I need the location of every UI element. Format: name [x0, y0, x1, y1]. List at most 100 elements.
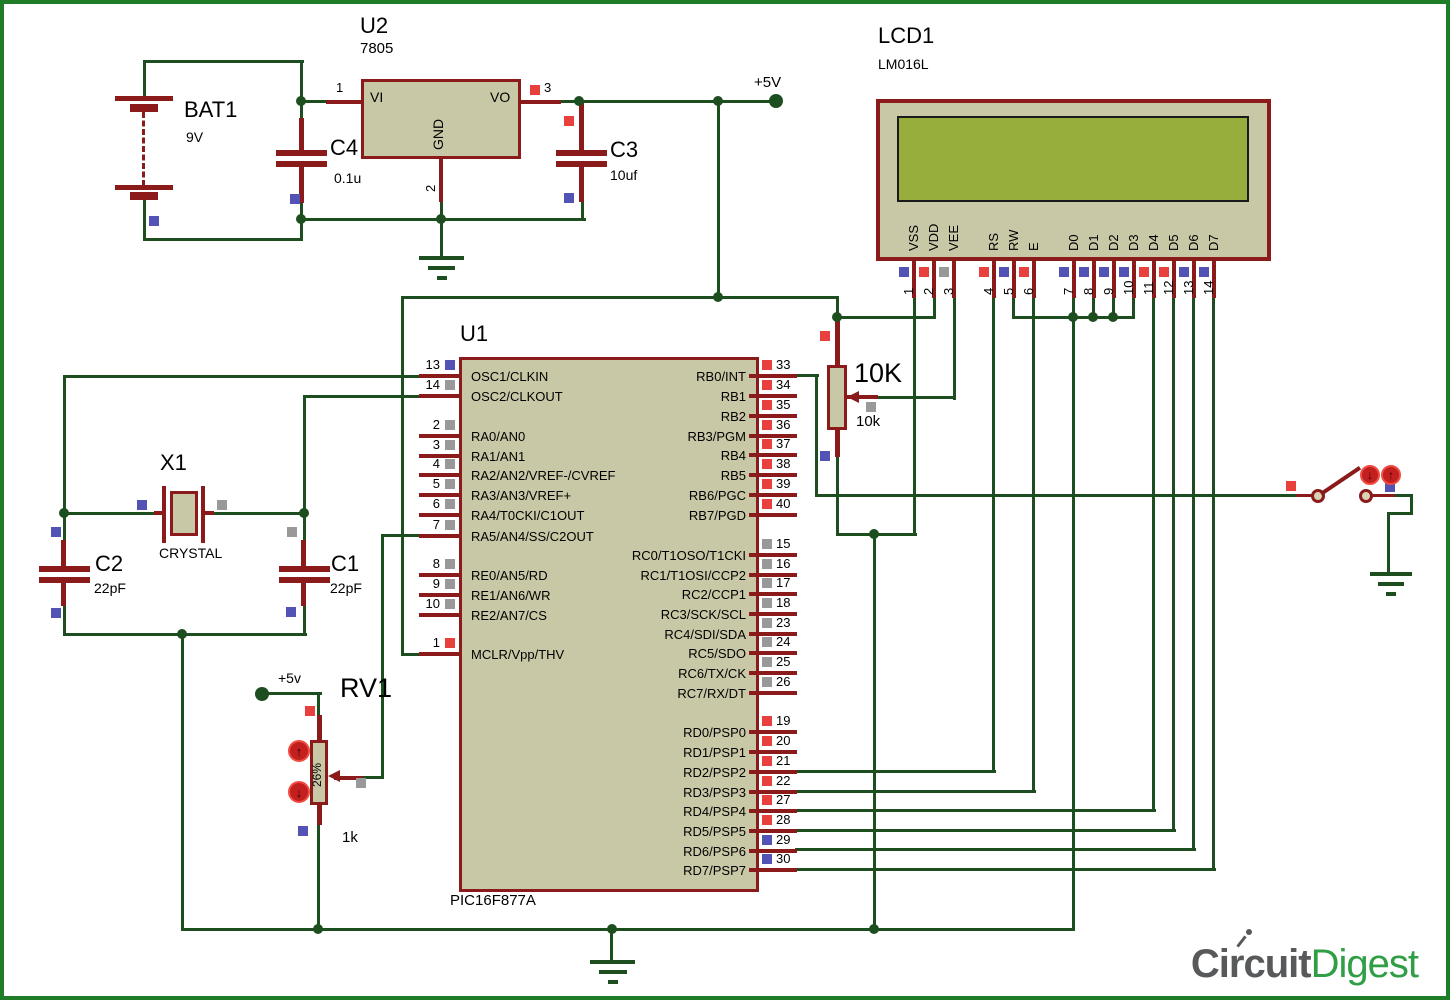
pot-wiper-arrow [328, 770, 340, 782]
switch-lever[interactable] [1319, 466, 1362, 496]
pin-state-square [762, 835, 772, 845]
component-lead [39, 566, 90, 572]
wire [953, 298, 956, 400]
pic-pin-name: RD6/PSP6 [683, 844, 746, 859]
pic-pin-name: RE1/AN6/WR [471, 588, 551, 603]
pic-pin-number: 7 [432, 517, 440, 532]
wire [143, 200, 146, 241]
pin-state-square [999, 267, 1009, 277]
lcd-pin-number: 6 [1021, 287, 1036, 295]
pin-state-square [762, 439, 772, 449]
pic-pin-name: RE0/AN5/RD [471, 568, 548, 583]
label-c3: C3 [610, 137, 639, 162]
pic-pin-number: 29 [776, 832, 791, 847]
wire [795, 848, 1196, 851]
pin-state-square [762, 499, 772, 509]
switch-contact[interactable] [1359, 489, 1373, 503]
pin-state-square [1199, 267, 1209, 277]
lcd-pin-label: D2 [1106, 234, 1121, 251]
pic-pin-number: 27 [776, 792, 791, 807]
label-9v: 9V [186, 129, 204, 145]
pin-state-square [762, 539, 772, 549]
component-lead [579, 103, 584, 152]
pic-pin-stub [749, 691, 797, 695]
pin-state-square [445, 420, 455, 430]
component-lead [115, 96, 173, 101]
lcd-pin-stub [1032, 257, 1036, 298]
component-lead [130, 104, 158, 112]
pic-pin-name: RC6/TX/CK [678, 666, 746, 681]
wire [795, 790, 1036, 793]
lcd-pin-label: VDD [926, 223, 941, 251]
pic-pin-stub [749, 473, 797, 477]
pic-pin-number: 5 [432, 476, 440, 491]
junction-dot [59, 508, 69, 518]
pic-pin-number: 25 [776, 654, 791, 669]
wire [1387, 512, 1413, 515]
actuator-button-up[interactable]: ↑ [1381, 465, 1401, 485]
pin-state-square [762, 815, 772, 825]
lcd-pin-stub [1152, 257, 1156, 298]
component-lead [317, 803, 322, 825]
junction-dot [296, 214, 306, 224]
pic-pin-stub [419, 454, 459, 458]
pin-state-square [762, 420, 772, 430]
pic-pin-stub [749, 829, 797, 833]
actuator-button-down[interactable]: ↓ [1360, 465, 1380, 485]
lcd-pin-stub [1112, 257, 1116, 298]
wire [303, 603, 306, 635]
pic-pin-name: RB0/INT [696, 369, 746, 384]
wire [875, 396, 956, 399]
pin-state-square [762, 795, 772, 805]
pin-state-square [564, 116, 574, 126]
pin-state-square [298, 826, 308, 836]
pic-pin-number: 37 [776, 436, 791, 451]
pic-pin-stub [419, 613, 459, 617]
pic-pin-number: 21 [776, 753, 791, 768]
wire [913, 298, 916, 536]
junction-dot [1088, 312, 1098, 322]
wire [836, 296, 839, 319]
component-lead [279, 566, 330, 572]
pic-pin-number: 22 [776, 773, 791, 788]
pic-pin-number: 38 [776, 456, 791, 471]
actuator-button-up[interactable]: ↑ [288, 740, 310, 762]
wire [581, 201, 584, 221]
lcd-pin-number: 8 [1081, 287, 1096, 295]
lcd-pin-stub [1012, 257, 1016, 298]
pic-pin-number: 8 [432, 556, 440, 571]
pic-pin-stub [749, 573, 797, 577]
pin-state-square [762, 657, 772, 667]
pic-pin-stub [419, 534, 459, 538]
junction-dot [713, 96, 723, 106]
component-lead [847, 395, 878, 399]
wire [63, 375, 423, 378]
label-01u: 0.1u [334, 170, 362, 186]
pic-pin-name: RD0/PSP0 [683, 725, 746, 740]
pic-pin-stub [419, 374, 459, 378]
pin-state-square [1019, 267, 1029, 277]
label-lcd1: LCD1 [878, 23, 935, 48]
lcd-pin-label: D1 [1086, 234, 1101, 251]
wire [608, 980, 618, 984]
logo-circuit: Circuit [1190, 942, 1312, 986]
pic-pin-name: RA4/T0CKI/C1OUT [471, 508, 585, 523]
pin-state-square [762, 479, 772, 489]
lcd-pin-stub [992, 257, 996, 298]
pin-state-square [564, 193, 574, 203]
wire [590, 960, 635, 964]
wire [1410, 494, 1413, 515]
wire [1386, 592, 1396, 596]
pin-state-square [137, 500, 147, 510]
pic-pin-stub [419, 593, 459, 597]
component-lead [326, 100, 362, 104]
pin-state-square [762, 400, 772, 410]
pic-pin-stub [749, 414, 797, 418]
pin-state-square [820, 331, 830, 341]
component-lead [202, 511, 214, 515]
lcd-pin-label: VSS [906, 224, 921, 251]
lcd-pin-number: 5 [1001, 287, 1016, 295]
actuator-button-down[interactable]: ↓ [288, 781, 310, 803]
lcd-pin-label: VEE [946, 224, 961, 251]
logo-digest: Digest [1310, 942, 1419, 986]
